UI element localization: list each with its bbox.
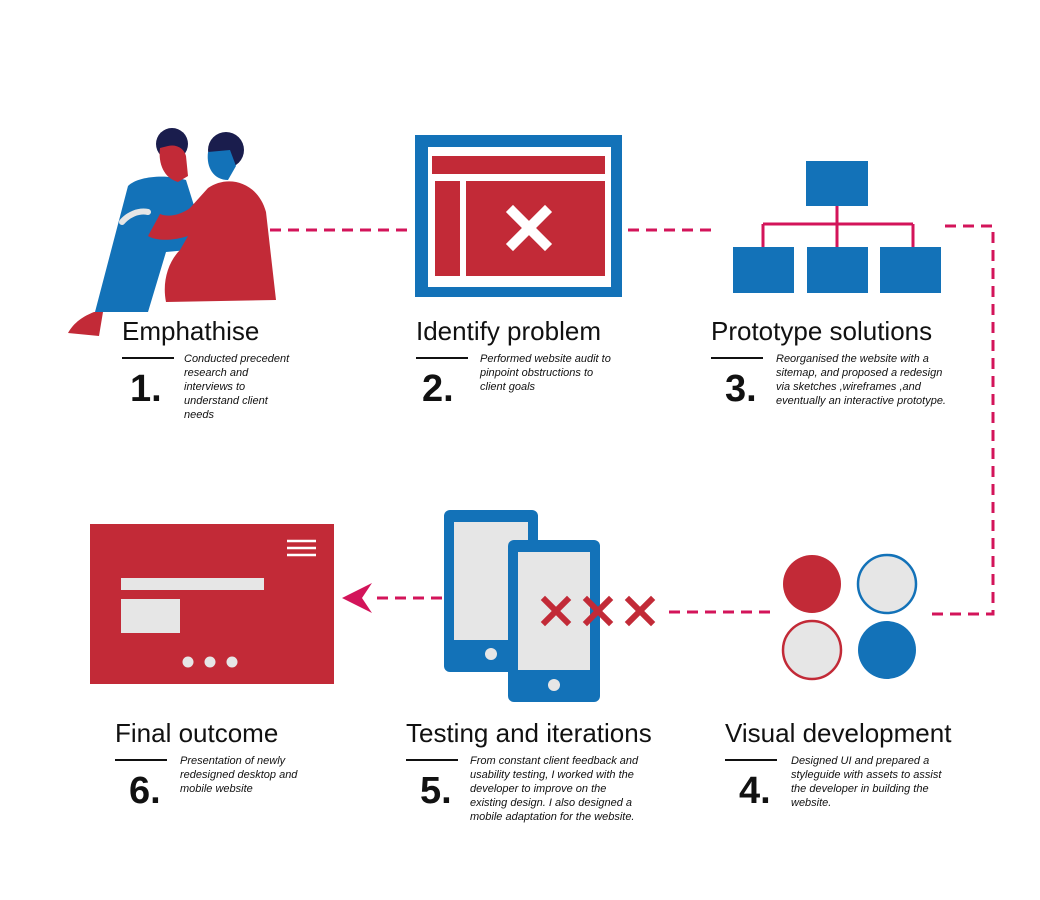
step-title: Identify problem (416, 316, 601, 346)
step-number: 1. (130, 368, 162, 410)
sitemap-icon (733, 161, 941, 293)
close-icon (505, 204, 553, 252)
step-title: Emphathise (122, 316, 260, 346)
close-icon-group (540, 595, 656, 627)
connector-lines (270, 224, 995, 616)
step-divider (115, 759, 167, 761)
step-description: Presentation of newly redesigned desktop… (180, 755, 298, 795)
arrow-head-icon (342, 583, 372, 613)
step-title: Final outcome (115, 718, 279, 748)
color-palette-icon (781, 553, 918, 681)
step-divider (406, 759, 458, 761)
step-divider (122, 357, 174, 359)
people-hugging-icon (68, 128, 276, 336)
step-divider (711, 357, 763, 359)
desktop-website-icon (90, 524, 334, 684)
step-divider (725, 759, 777, 761)
step-number: 2. (422, 368, 454, 410)
step-title: Visual development (725, 718, 952, 748)
step-number: 4. (739, 770, 771, 812)
step-description: Reorganised the website with a sitemap, … (776, 353, 946, 407)
step-title: Testing and iterations (406, 718, 652, 748)
step-number: 5. (420, 770, 452, 812)
step-number: 3. (725, 368, 757, 410)
step-title: Prototype solutions (711, 316, 933, 346)
step-number: 6. (129, 770, 161, 812)
step-description: From constant client feedback and usabil… (470, 755, 639, 823)
browser-error-icon (415, 135, 622, 297)
step-divider (416, 357, 468, 359)
menu-icon (287, 539, 316, 557)
connector-3-4 (932, 224, 995, 616)
phones-testing-icon (444, 510, 656, 702)
step-description: Designed UI and prepared a styleguide wi… (791, 755, 942, 809)
step-description: Performed website audit to pinpoint obst… (480, 353, 611, 393)
step-description: Conducted precedent research and intervi… (184, 353, 290, 421)
